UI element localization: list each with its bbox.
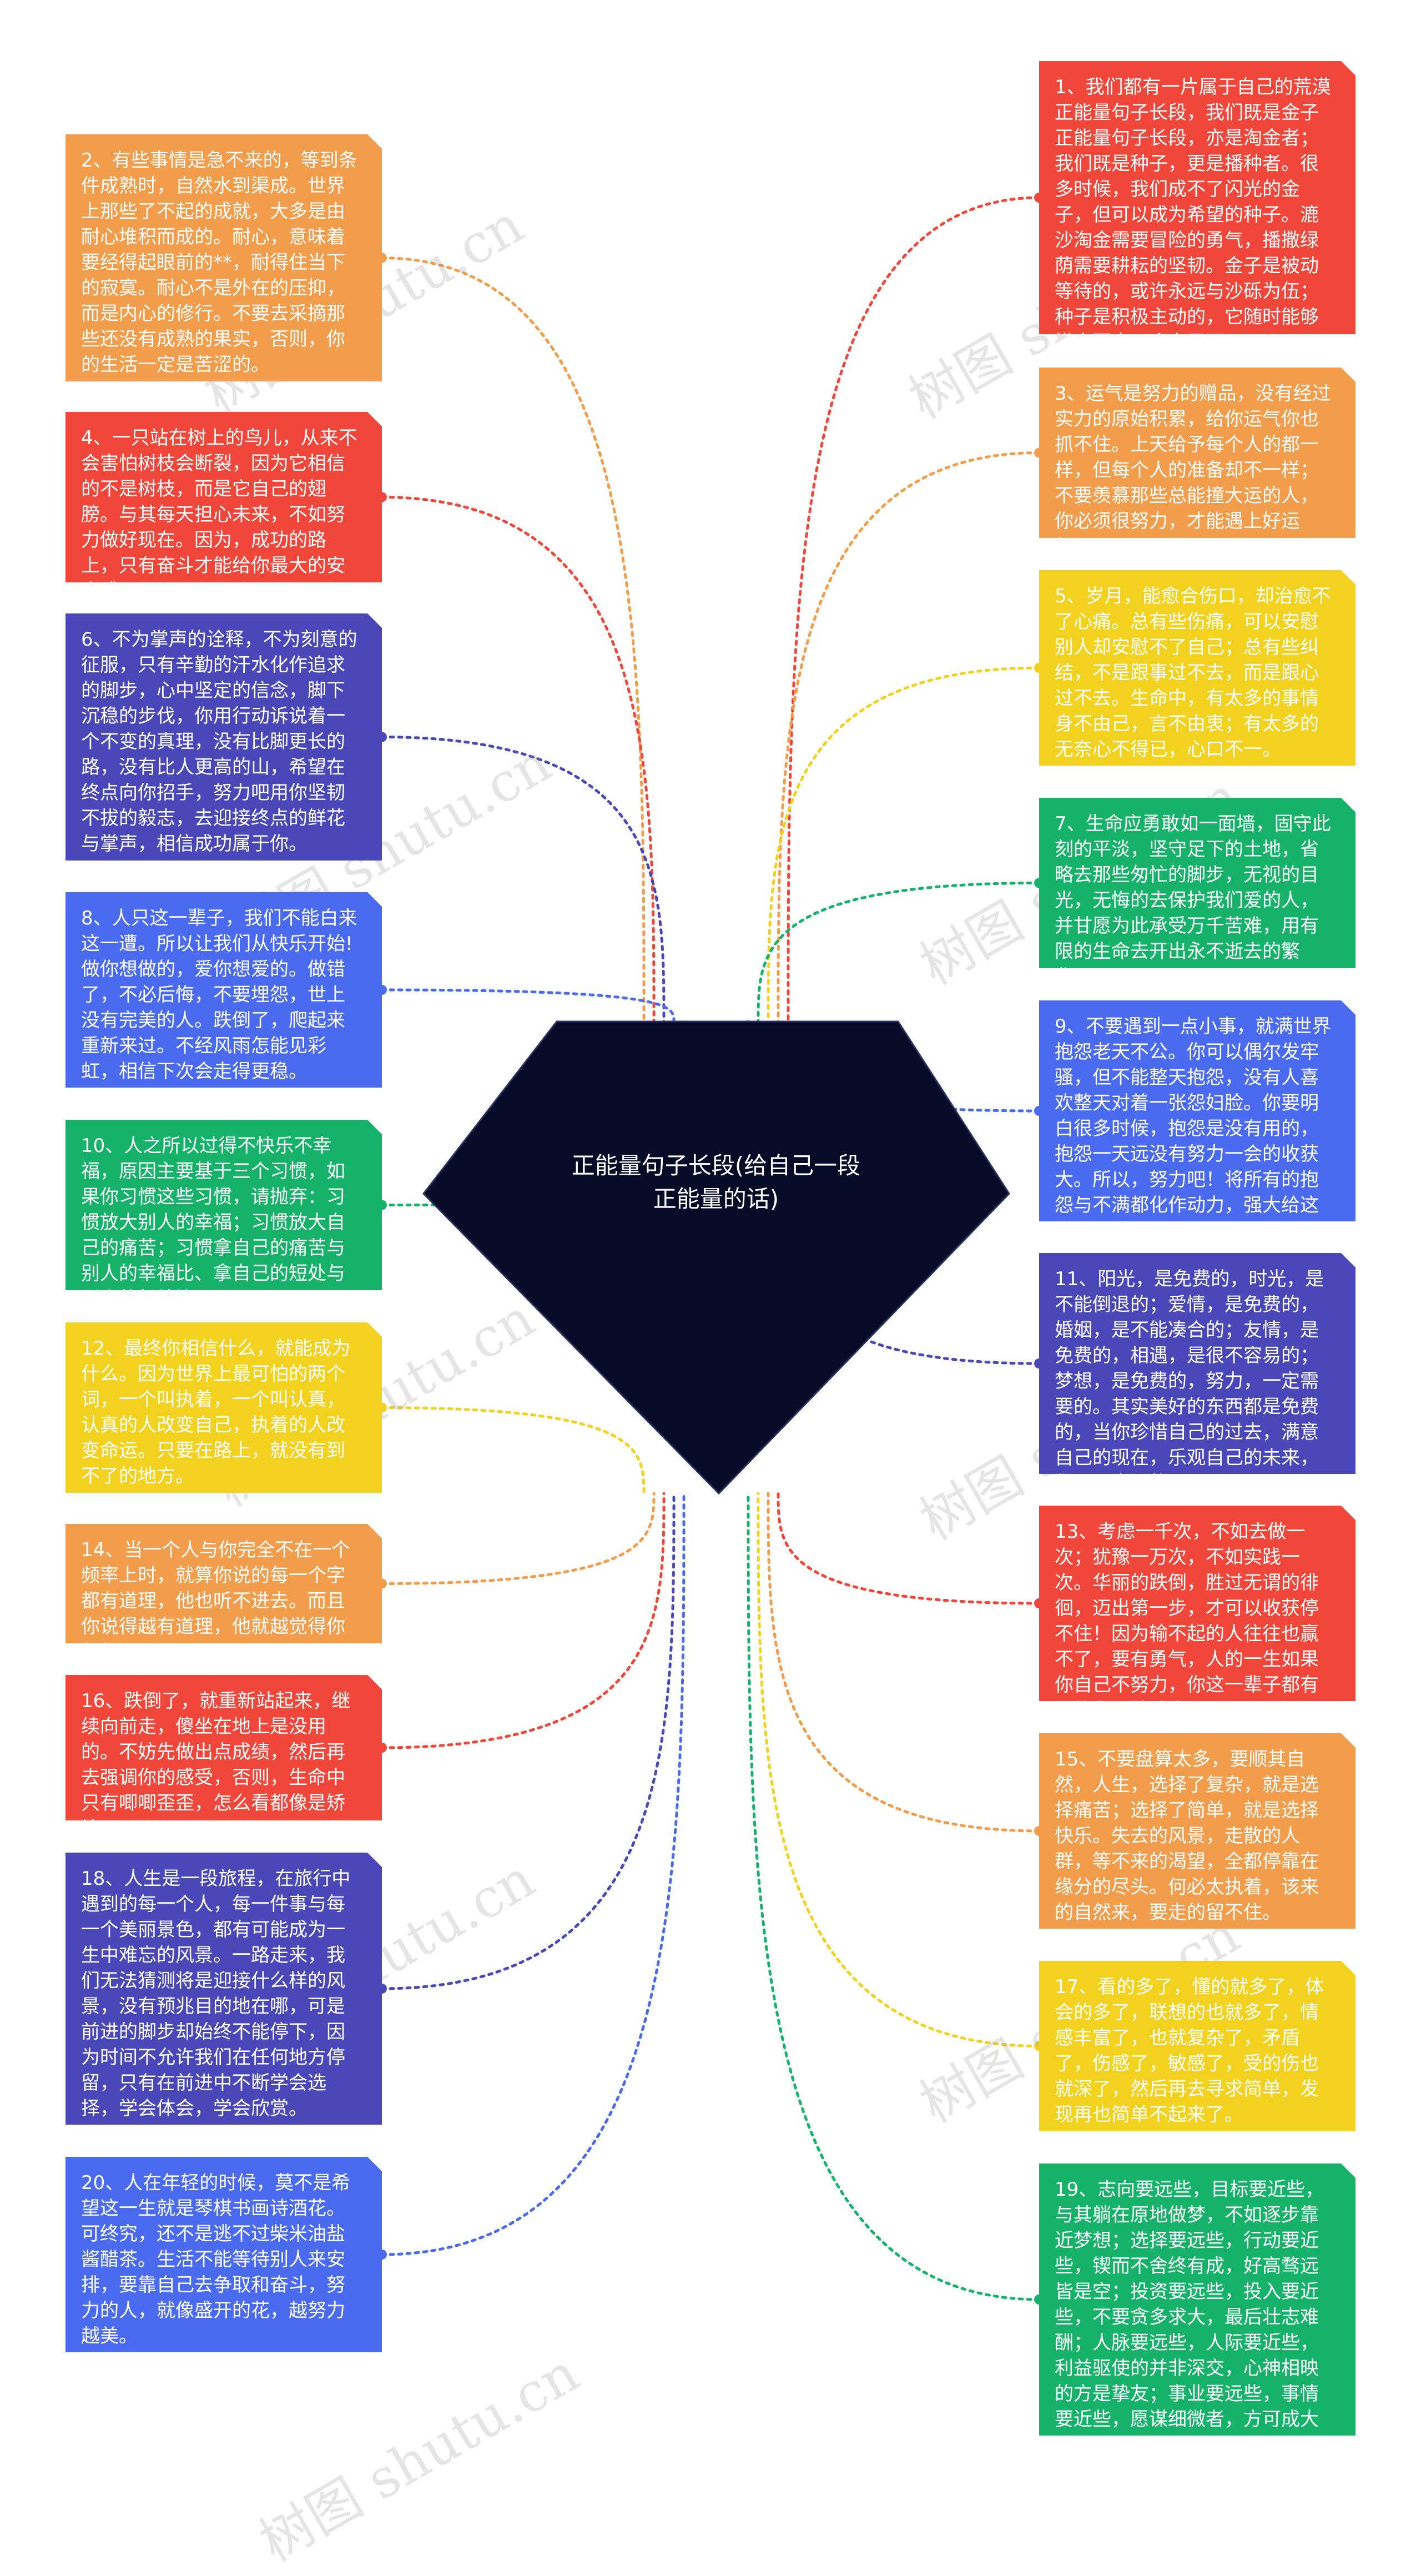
connector-line [747, 1020, 1041, 1113]
connector-line [380, 496, 656, 1023]
connector-line [380, 1406, 646, 1495]
connector-line [757, 882, 1041, 1023]
card-12[interactable]: 12、最终你相信什么，就能成为什么。因为世界上最可怕的两个词，一个叫执着，一个叫… [65, 1322, 382, 1493]
card-15[interactable]: 15、不要盘算太多，要顺其自然，人生，选择了复杂，就是选择痛苦；选择了简单，就是… [1039, 1733, 1356, 1929]
connector-line [757, 1492, 1041, 2047]
card-text: 6、不为掌声的诠释，不为刻意的征服，只有辛勤的汗水化作追求的脚步，心中坚定的信念… [81, 628, 357, 855]
card-19[interactable]: 19、志向要远些，目标要近些，与其躺在原地做梦，不如逐步靠近梦想；选择要远些，行… [1039, 2164, 1356, 2436]
card-14[interactable]: 14、当一个人与你完全不在一个频率上时，就算你说的每一个字都有道理，他也听不进去… [65, 1524, 382, 1643]
connector-line [767, 666, 1041, 1023]
card-text: 5、岁月，能愈合伤口，却治愈不了心痛。总有些伤痛，可以安慰别人却安慰不了自己；总… [1055, 585, 1331, 761]
card-text: 19、志向要远些，目标要近些，与其躺在原地做梦，不如逐步靠近梦想；选择要远些，行… [1055, 2178, 1324, 2456]
card-8[interactable]: 8、人只这一辈子，我们不能白来这一遭。所以让我们从快乐开始!做你想做的，爱你想爱… [65, 892, 382, 1088]
card-text: 13、考虑一千次，不如去做一次；犹豫一万次，不如实践一次。华丽的跌倒，胜过无谓的… [1055, 1521, 1319, 1722]
card-text: 2、有些事情是急不来的，等到条件成熟时，自然水到渠成。世界上那些了不起的成就，大… [81, 149, 357, 376]
card-text: 7、生命应勇敢如一面墙，固守此刻的平淡，坚守足下的土地，省略去那些匆忙的脚步，无… [1055, 813, 1331, 988]
connector-line [380, 256, 646, 1023]
card-6[interactable]: 6、不为掌声的诠释，不为刻意的征服，只有辛勤的汗水化作追求的脚步，心中坚定的信念… [65, 613, 382, 861]
card-20[interactable]: 20、人在年轻的时候，莫不是希望这一生就是琴棋书画诗酒花。可终究，还不是逃不过柴… [65, 2157, 382, 2352]
connector-line [777, 451, 1041, 1023]
card-2[interactable]: 2、有些事情是急不来的，等到条件成熟时，自然水到渠成。世界上那些了不起的成就，大… [65, 134, 382, 381]
connector-line [787, 196, 1041, 1023]
connector-line [747, 1492, 1041, 2301]
card-text: 18、人生是一段旅程，在旅行中遇到的每一个人，每一件事与每一个美丽景色，都有可能… [81, 1868, 351, 2120]
card-text: 17、看的多了，懂的就多了，体会的多了，联想的也就多了，情感丰富了，也就复杂了，… [1055, 1976, 1324, 2126]
card-4[interactable]: 4、一只站在树上的鸟儿，从来不会害怕树枝会断裂，因为它相信的不是树枝，而是它自己… [65, 412, 382, 582]
connector-line [787, 1192, 1041, 1365]
connector-line [380, 1192, 686, 1206]
card-text: 10、人之所以过得不快乐不幸福，原因主要基于三个习惯，如果你习惯这些习惯，请抛弃… [81, 1135, 345, 1310]
card-11[interactable]: 11、阳光，是免费的，时光，是不能倒退的；爱情，是免费的，婚姻，是不能凑合的；友… [1039, 1253, 1356, 1474]
connector-line [380, 1492, 686, 2256]
card-text: 11、阳光，是免费的，时光，是不能倒退的；爱情，是免费的，婚姻，是不能凑合的；友… [1055, 1268, 1324, 1495]
connector-line [380, 1492, 666, 1749]
card-17[interactable]: 17、看的多了，懂的就多了，体会的多了，联想的也就多了，情感丰富了，也就复杂了，… [1039, 1961, 1356, 2131]
card-text: 15、不要盘算太多，要顺其自然，人生，选择了复杂，就是选择痛苦；选择了简单，就是… [1055, 1748, 1319, 1924]
connector-line [380, 1492, 656, 1585]
card-3[interactable]: 3、运气是努力的赠品，没有经过实力的原始积累，给你运气你也抓不住。上天给予每个人… [1039, 368, 1356, 538]
connector-line [380, 988, 676, 1023]
connector-line [767, 1492, 1041, 1833]
card-7[interactable]: 7、生命应勇敢如一面墙，固守此刻的平淡，坚守足下的土地，省略去那些匆忙的脚步，无… [1039, 798, 1356, 968]
card-10[interactable]: 10、人之所以过得不快乐不幸福，原因主要基于三个习惯，如果你习惯这些习惯，请抛弃… [65, 1120, 382, 1290]
card-5[interactable]: 5、岁月，能愈合伤口，却治愈不了心痛。总有些伤痛，可以安慰别人却安慰不了自己；总… [1039, 570, 1356, 766]
card-1[interactable]: 1、我们都有一片属于自己的荒漠正能量句子长段，我们既是金子正能量句子长段，亦是淘… [1039, 61, 1356, 334]
card-text: 16、跌倒了，就重新站起来，继续向前走，傻坐在地上是没用的。不妨先做出点成绩，然… [81, 1690, 351, 1840]
card-13[interactable]: 13、考虑一千次，不如去做一次；犹豫一万次，不如实践一次。华丽的跌倒，胜过无谓的… [1039, 1506, 1356, 1701]
card-text: 3、运气是努力的赠品，没有经过实力的原始积累，给你运气你也抓不住。上天给予每个人… [1055, 383, 1331, 558]
card-text: 20、人在年轻的时候，莫不是希望这一生就是琴棋书画诗酒花。可终究，还不是逃不过柴… [81, 2172, 351, 2347]
card-text: 12、最终你相信什么，就能成为什么。因为世界上最可怕的两个词，一个叫执着，一个叫… [81, 1337, 351, 1487]
card-9[interactable]: 9、不要遇到一点小事，就满世界抱怨老天不公。你可以偶尔发牢骚，但不能整天抱怨，没… [1039, 1000, 1356, 1221]
connector-line [380, 1492, 676, 1990]
card-18[interactable]: 18、人生是一段旅程，在旅行中遇到的每一个人，每一件事与每一个美丽景色，都有可能… [65, 1853, 382, 2125]
card-text: 9、不要遇到一点小事，就满世界抱怨老天不公。你可以偶尔发牢骚，但不能整天抱怨，没… [1055, 1015, 1331, 1242]
connector-line [777, 1492, 1041, 1605]
card-text: 4、一只站在树上的鸟儿，从来不会害怕树枝会断裂，因为它相信的不是树枝，而是它自己… [81, 427, 357, 602]
card-text: 1、我们都有一片属于自己的荒漠正能量句子长段，我们既是金子正能量句子长段，亦是淘… [1055, 76, 1331, 354]
card-text: 8、人只这一辈子，我们不能白来这一遭。所以让我们从快乐开始!做你想做的，爱你想爱… [81, 907, 357, 1083]
card-16[interactable]: 16、跌倒了，就重新站起来，继续向前走，傻坐在地上是没用的。不妨先做出点成绩，然… [65, 1675, 382, 1820]
